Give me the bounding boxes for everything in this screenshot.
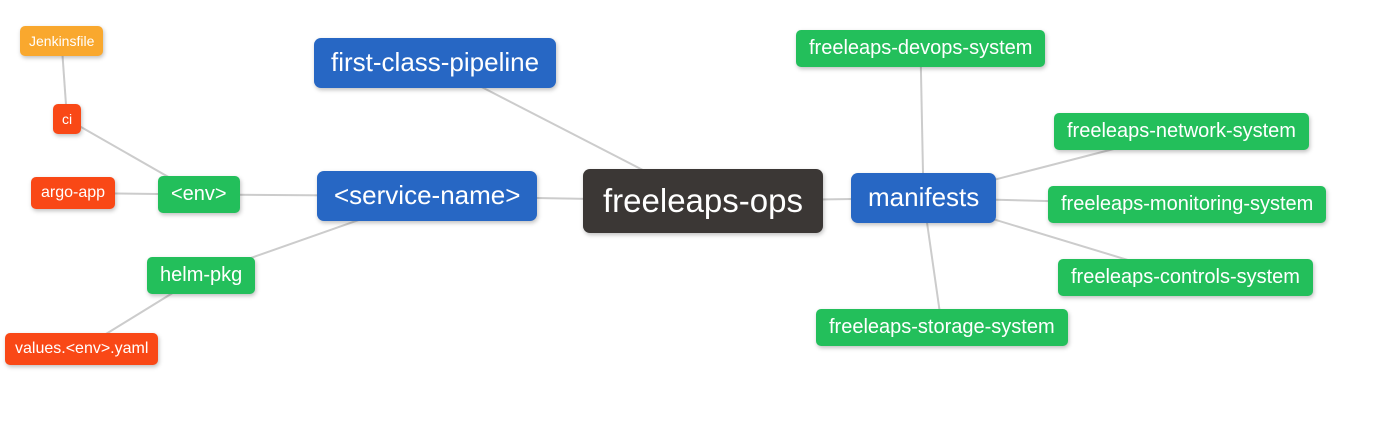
node-label: freeleaps-network-system [1067,120,1296,142]
mindmap-node-values-env-yaml[interactable]: values.<env>.yaml [5,333,159,366]
mindmap-node-freeleaps-ops[interactable]: freeleaps-ops [583,169,823,233]
node-label: values.<env>.yaml [15,340,149,357]
mindmap-node-ci[interactable]: ci [53,104,82,135]
node-label: freeleaps-ops [603,182,803,219]
mindmap-node-freeleaps-storage-system[interactable]: freeleaps-storage-system [816,309,1068,346]
mindmap-node-jenkinsfile[interactable]: Jenkinsfile [20,26,104,57]
mindmap-node-freeleaps-devops-system[interactable]: freeleaps-devops-system [796,30,1046,67]
node-label: freeleaps-devops-system [809,37,1033,59]
node-label: argo-app [41,184,106,201]
node-label: Jenkinsfile [29,33,95,49]
mindmap-node-env[interactable]: <env> [158,176,240,213]
mindmap-node-freeleaps-monitoring-system[interactable]: freeleaps-monitoring-system [1048,186,1327,223]
mindmap-node-freeleaps-controls-system[interactable]: freeleaps-controls-system [1058,259,1313,296]
node-label: ci [62,111,73,127]
node-label: manifests [868,182,980,212]
mindmap-node-argo-app[interactable]: argo-app [31,177,116,210]
node-label: freeleaps-controls-system [1071,266,1300,288]
node-label: freeleaps-storage-system [829,316,1055,338]
mindmap-node-manifests[interactable]: manifests [851,173,997,223]
node-label: first-class-pipeline [331,47,540,77]
node-label: <service-name> [334,180,521,210]
node-label: freeleaps-monitoring-system [1061,193,1314,215]
node-label: <env> [171,183,227,205]
mindmap-node-service-name[interactable]: <service-name> [317,171,538,221]
node-label: helm-pkg [160,264,243,286]
mindmap-node-first-class-pipeline[interactable]: first-class-pipeline [314,38,557,88]
mindmap-node-freeleaps-network-system[interactable]: freeleaps-network-system [1054,113,1309,150]
mindmap-node-helm-pkg[interactable]: helm-pkg [147,257,256,294]
